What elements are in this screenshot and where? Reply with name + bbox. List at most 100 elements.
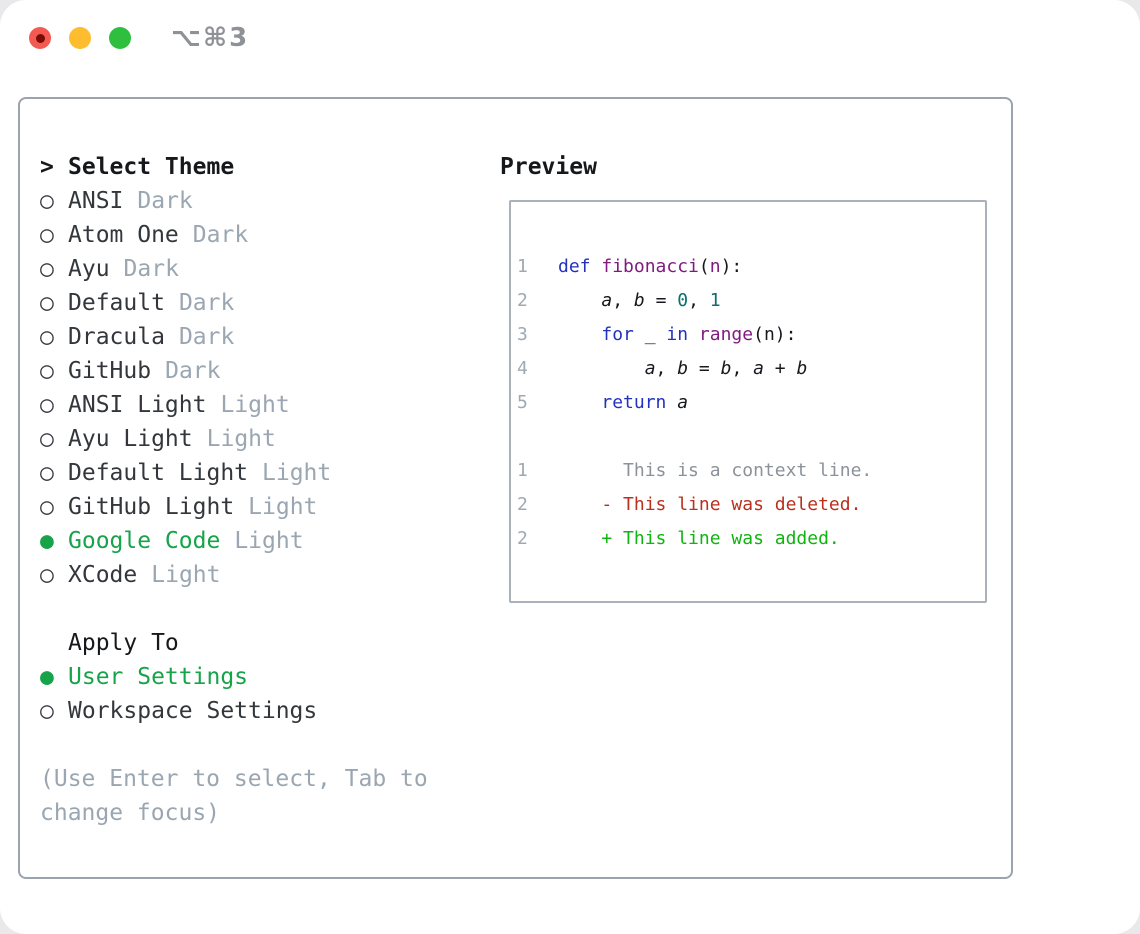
radio-icon: ○ bbox=[40, 290, 54, 316]
code-segment-var: a bbox=[601, 290, 613, 311]
apply-to-list: ● User Settings ○Workspace Settings bbox=[40, 660, 486, 728]
select-theme-title: Select Theme bbox=[68, 154, 235, 180]
code-segment-plain: , bbox=[612, 290, 634, 311]
code-segment-plain bbox=[688, 324, 699, 345]
theme-variant-tag: Dark bbox=[192, 222, 249, 248]
code-line-5: 5 return a bbox=[517, 386, 985, 420]
code-segment-var: b bbox=[677, 358, 689, 379]
select-theme-header: > Select Theme bbox=[40, 150, 486, 184]
line-content: a, b = 0, 1 bbox=[558, 284, 721, 318]
theme-variant-tag: Light bbox=[234, 528, 304, 554]
line-number: 3 bbox=[517, 324, 528, 345]
theme-variant-tag: Light bbox=[248, 494, 318, 520]
theme-variant-tag: Light bbox=[220, 392, 290, 418]
apply-to-title: Apply To bbox=[68, 630, 179, 656]
line-content: a, b = b, a + b bbox=[558, 352, 808, 386]
line-content: - This line was deleted. bbox=[558, 488, 861, 522]
radio-icon: ○ bbox=[40, 392, 54, 418]
theme-variant-tag: Dark bbox=[137, 188, 193, 214]
zoom-button[interactable] bbox=[109, 27, 131, 49]
theme-name: Default Light bbox=[68, 460, 249, 486]
line-number: 1 bbox=[517, 256, 528, 277]
section-gap bbox=[40, 592, 486, 626]
radio-icon: ○ bbox=[40, 460, 54, 486]
apply-option-user-settings[interactable]: ● User Settings bbox=[40, 660, 486, 694]
theme-name: GitHub Light bbox=[68, 494, 235, 520]
code-segment-plain: ( bbox=[698, 256, 710, 277]
theme-name: XCode bbox=[68, 562, 138, 588]
code-segment-num: 1 bbox=[709, 290, 721, 311]
theme-name: GitHub bbox=[68, 358, 152, 384]
apply-to-indent bbox=[40, 626, 68, 660]
close-dot-icon bbox=[35, 33, 45, 43]
code-segment-del: - This line was deleted. bbox=[558, 494, 862, 515]
radio-icon: ○ bbox=[40, 256, 54, 282]
code-segment-fn: range bbox=[698, 324, 754, 345]
code-segment-plain: , bbox=[688, 290, 710, 311]
theme-name: Google Code bbox=[68, 528, 221, 554]
apply-option-workspace-settings[interactable]: ○Workspace Settings bbox=[40, 694, 486, 728]
line-number: 2 bbox=[517, 494, 528, 515]
code-line-3: 3 for _ in range(n): bbox=[517, 318, 985, 352]
code-diff-gap bbox=[517, 420, 985, 454]
code-segment-plain bbox=[591, 256, 602, 277]
theme-option-ayu[interactable]: ○ Ayu Dark bbox=[40, 252, 486, 286]
diff-line-3: 2 + This line was added. bbox=[517, 522, 985, 556]
code-segment-plain bbox=[558, 392, 601, 413]
code-segment-plain bbox=[666, 392, 677, 413]
code-segment-num: 0 bbox=[677, 290, 689, 311]
preview-title: Preview bbox=[500, 154, 597, 180]
code-segment-plain: _ bbox=[633, 324, 667, 345]
code-segment-kw: in bbox=[666, 324, 689, 345]
theme-variant-tag: Dark bbox=[165, 358, 221, 384]
code-segment-var: a bbox=[677, 392, 689, 413]
code-segment-fn: n bbox=[709, 256, 721, 277]
code-segment-var: a bbox=[644, 358, 656, 379]
code-segment-kw: return bbox=[601, 392, 667, 413]
code-segment-var: b bbox=[720, 358, 732, 379]
radio-selected-icon: ● bbox=[40, 664, 54, 690]
code-segment-plain bbox=[558, 358, 645, 379]
line-number: 2 bbox=[517, 528, 528, 549]
line-content: + This line was added. bbox=[558, 522, 840, 556]
line-content: return a bbox=[558, 386, 688, 420]
apply-option-label: User Settings bbox=[68, 664, 249, 690]
code-segment-kw: def bbox=[558, 256, 591, 277]
apply-to-header: Apply To bbox=[40, 626, 486, 660]
theme-name: Ayu bbox=[68, 256, 110, 282]
diff-line-2: 2 - This line was deleted. bbox=[517, 488, 985, 522]
close-button[interactable] bbox=[29, 27, 51, 49]
theme-variant-tag: Dark bbox=[123, 256, 179, 282]
line-number: 2 bbox=[517, 290, 528, 311]
code-segment-kw: for bbox=[601, 324, 634, 345]
minimize-button[interactable] bbox=[69, 27, 91, 49]
code-segment-plain bbox=[558, 324, 601, 345]
radio-selected-icon: ● bbox=[40, 528, 54, 554]
code-line-2: 2 a, b = 0, 1 bbox=[517, 284, 985, 318]
theme-variant-tag: Dark bbox=[178, 290, 235, 316]
radio-icon: ○ bbox=[40, 426, 54, 452]
help-text: (Use Enter to select, Tab to change focu… bbox=[40, 766, 428, 826]
code-segment-var: b bbox=[633, 290, 645, 311]
line-content: for _ in range(n): bbox=[558, 318, 796, 352]
radio-icon: ○ bbox=[40, 562, 54, 588]
keyboard-shortcut-label: ⌥⌘3 bbox=[171, 23, 250, 53]
code-segment-plain: = bbox=[644, 290, 678, 311]
code-segment-add: + This line was added. bbox=[558, 528, 840, 549]
theme-option-google-code[interactable]: ● Google Code Light bbox=[40, 524, 486, 558]
